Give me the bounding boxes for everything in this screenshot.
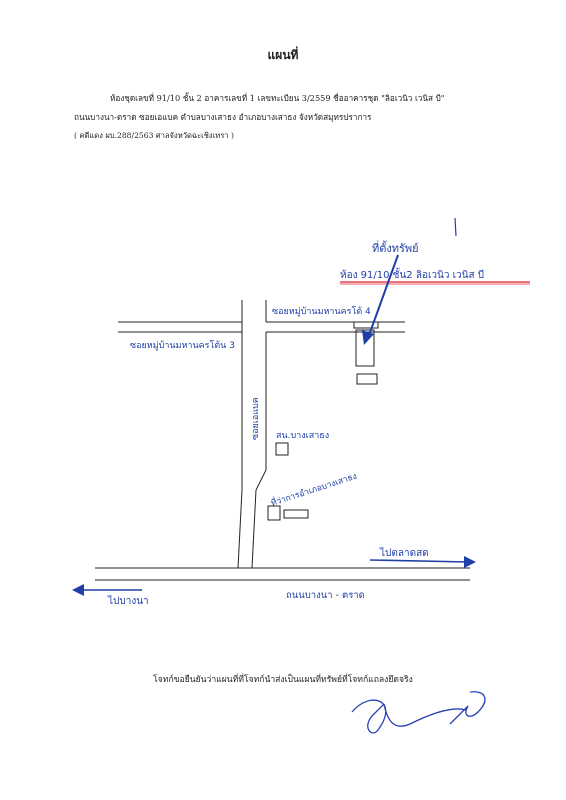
arrow-right-icon: [369, 559, 469, 563]
direction-left-label: ไปบางนา: [107, 595, 149, 607]
soi3-label: ซอยหมู่บ้านมหานครโต้น 3: [130, 340, 235, 351]
police-station-label: สน.บางเสาธง: [276, 431, 329, 441]
property-annex: [356, 373, 378, 385]
target-detail: ห้อง 91/10 ชั้น2 ลิอเวนิว เวนิส บี: [340, 267, 484, 281]
target-arrow-icon: [367, 254, 399, 339]
district-office-label: ที่ว่าการอำเภอบางเสาธง: [269, 470, 358, 509]
district-office-box: [267, 505, 281, 521]
document-title: แผนที่: [267, 48, 299, 62]
property-marker: [353, 321, 379, 329]
main-road-label: ถนนบางนา - ตราด: [286, 590, 365, 601]
police-station-box: [275, 442, 289, 456]
case-reference: ( คดีแดง ผบ.288/2563 ศาลจังหวัดฉะเชิงเทร…: [74, 131, 234, 140]
road-network: [95, 300, 470, 581]
soi4-label: ซอยหมู่บ้านมหานครโต้ 4: [272, 306, 371, 317]
target-label: ที่ตั้งทรัพย์: [372, 240, 419, 255]
property-building: [355, 329, 375, 367]
signature: [351, 691, 486, 734]
direction-right-label: ไปตลาดสด: [379, 547, 429, 559]
footer-statement: โจทก์ขอยืนยันว่าแผนที่ที่โจทก์นำส่งเป็นแ…: [153, 675, 413, 685]
soi-ab-label: ซอยเอแบค: [251, 397, 261, 440]
district-office-annex: [283, 509, 309, 519]
property-address: ถนนบางนา-ตราด ซอยเอแบค ตำบลบางเสาธง อำเภ…: [74, 112, 372, 122]
property-description: ห้องชุดเลขที่ 91/10 ชั้น 2 อาคารเลขที่ 1…: [110, 93, 445, 103]
